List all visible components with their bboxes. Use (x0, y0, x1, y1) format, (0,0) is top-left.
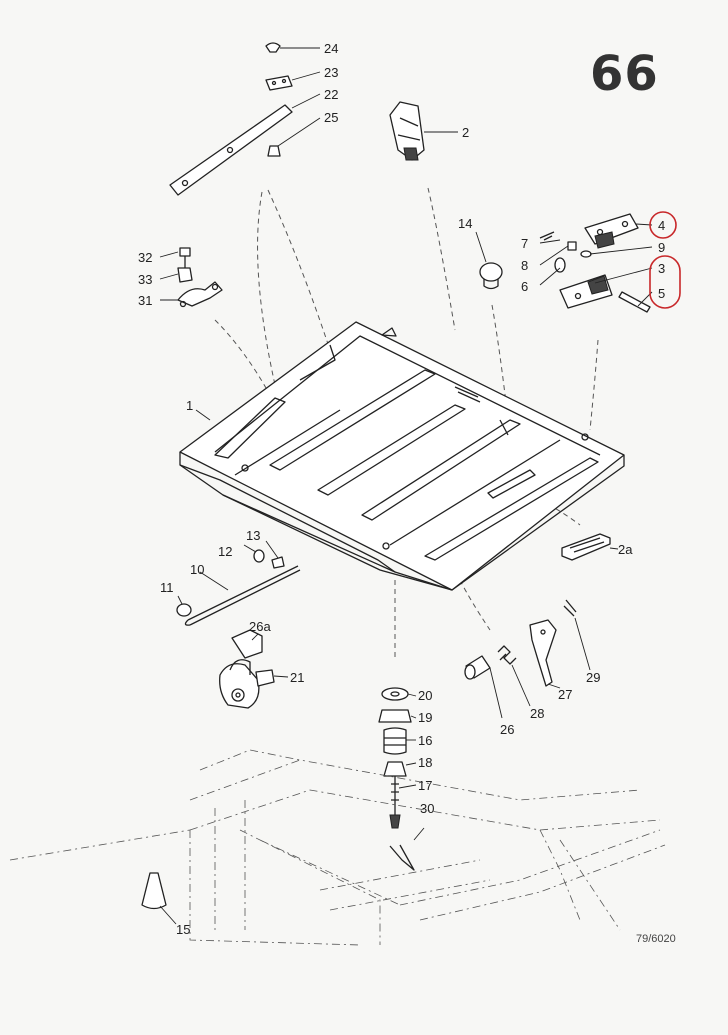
callout-9: 9 (658, 240, 665, 255)
callout-14: 14 (458, 216, 472, 231)
callout-12: 12 (218, 544, 232, 559)
callout-22: 22 (324, 87, 338, 102)
callout-1: 1 (186, 398, 193, 413)
highlight-circle-3-5 (649, 255, 681, 309)
drawing-reference: 79/6020 (636, 933, 676, 945)
leader-lines (159, 47, 653, 925)
latch-assembly (389, 101, 425, 161)
callout-17: 17 (418, 778, 432, 793)
bump-stop-stack (141, 687, 415, 910)
callout-7: 7 (521, 236, 528, 251)
lock-assembly (219, 629, 275, 709)
callout-labels: 1 2 2a 3 4 5 6 7 8 9 10 11 12 13 14 15 1… (138, 41, 665, 937)
roof-panel (179, 321, 625, 591)
page-number: 66 (590, 46, 659, 102)
callout-18: 18 (418, 755, 432, 770)
callout-25: 25 (324, 110, 338, 125)
hinge-assembly (539, 213, 651, 313)
callout-19: 19 (418, 710, 432, 725)
callout-2a: 2a (618, 542, 633, 557)
callout-2: 2 (462, 125, 469, 140)
grommet (479, 262, 503, 290)
callout-26a: 26a (249, 619, 271, 634)
callout-30: 30 (420, 801, 434, 816)
callout-5: 5 (658, 286, 665, 301)
callout-4: 4 (658, 218, 665, 233)
callout-21: 21 (290, 670, 304, 685)
callout-16: 16 (418, 733, 432, 748)
callout-31: 31 (138, 293, 152, 308)
bracket-group (177, 247, 223, 308)
highlight-markings (649, 211, 681, 309)
callout-32: 32 (138, 250, 152, 265)
callout-11: 11 (160, 580, 174, 595)
callout-29: 29 (586, 670, 600, 685)
callout-26: 26 (500, 722, 514, 737)
callout-10: 10 (190, 562, 204, 577)
callout-24: 24 (324, 41, 338, 56)
prop-rod (176, 549, 301, 626)
highlight-circle-4 (649, 211, 677, 239)
vehicle-frame-outline (9, 749, 666, 946)
release-assembly (464, 599, 577, 687)
callout-23: 23 (324, 65, 338, 80)
callout-27: 27 (558, 687, 572, 702)
callout-28: 28 (530, 706, 544, 721)
rubber-pad (561, 533, 611, 561)
callout-6: 6 (521, 279, 528, 294)
callout-8: 8 (521, 258, 528, 273)
callout-15: 15 (176, 922, 190, 937)
callout-33: 33 (138, 272, 152, 287)
hold-down-strap (169, 42, 293, 196)
callout-13: 13 (246, 528, 260, 543)
callout-3: 3 (658, 261, 665, 276)
callout-20: 20 (418, 688, 432, 703)
